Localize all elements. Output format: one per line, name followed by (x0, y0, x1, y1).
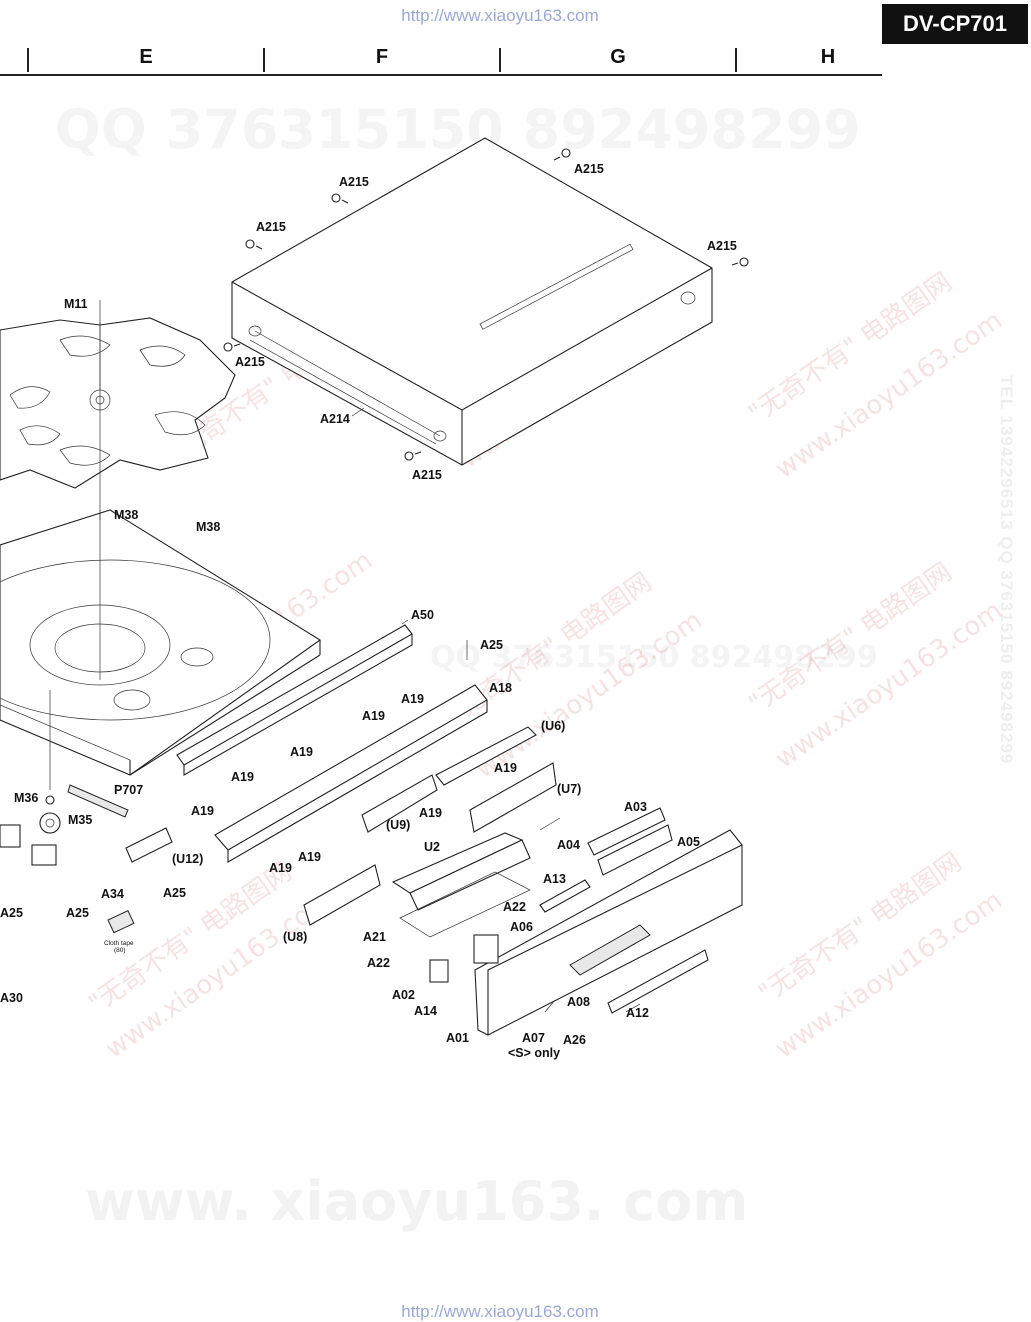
column-label-f: F (375, 46, 389, 68)
part-label: A22 (367, 956, 390, 970)
part-label: A07 (522, 1031, 545, 1045)
rail-a50 (176, 624, 413, 776)
main-pcb-u2 (391, 832, 531, 938)
part-label: A13 (543, 872, 566, 886)
source-url-bottom[interactable]: http://www.xiaoyu163.com (401, 1302, 599, 1321)
source-url-top[interactable]: http://www.xiaoyu163.com (401, 6, 599, 25)
part-label: M11 (64, 297, 88, 311)
part-label: A19 (494, 761, 517, 775)
part-label: A14 (414, 1004, 437, 1018)
column-label-g: G (610, 46, 626, 68)
exploded-view-drawing (0, 137, 749, 1036)
part-label: A215 (256, 220, 286, 234)
part-label: M38 (114, 508, 139, 522)
part-label: A26 (563, 1033, 586, 1047)
part-label: A08 (567, 995, 590, 1009)
part-label: A19 (231, 770, 254, 784)
part-label: A25 (163, 886, 186, 900)
part-label: A50 (411, 608, 434, 622)
part-label: (U6) (541, 719, 566, 733)
part-label-note: <S> only (508, 1046, 561, 1060)
part-label: A19 (191, 804, 214, 818)
part-label: U2 (424, 840, 440, 854)
ruler-divider (499, 48, 501, 72)
column-label-h: H (820, 46, 836, 68)
part-label: A03 (624, 800, 647, 814)
ruler-divider (27, 48, 29, 72)
part-label: A214 (320, 412, 350, 426)
part-label: A19 (290, 745, 313, 759)
watermark-site-large: www. xiaoyu163. com (85, 1170, 749, 1233)
cloth-tape-label: Cloth tape (104, 940, 134, 947)
part-label: A04 (557, 838, 580, 852)
watermark-qq-mid: QQ 376315150 892498299 (430, 640, 878, 675)
part-label: A19 (298, 850, 321, 864)
tray-base (0, 509, 321, 776)
pcb-brackets (125, 684, 557, 926)
part-label: A01 (446, 1031, 469, 1045)
front-panel (429, 807, 743, 1036)
part-label: A06 (510, 920, 533, 934)
part-label: (U12) (172, 852, 204, 866)
part-label: (U9) (386, 818, 411, 832)
part-label: A19 (362, 709, 385, 723)
part-label: A25 (0, 906, 23, 920)
part-label: A215 (412, 468, 442, 482)
part-label: M38 (196, 520, 221, 534)
top-cover (231, 137, 713, 466)
part-label: A21 (363, 930, 386, 944)
part-label: A30 (0, 991, 23, 1005)
part-label: A18 (489, 681, 512, 695)
part-label: A215 (235, 355, 265, 369)
watermark-side-contact: TEL 13942296513 QQ 376315150 892498299 (997, 375, 1016, 765)
part-label: A25 (66, 906, 89, 920)
part-label: A19 (269, 861, 292, 875)
ruler-divider (263, 48, 265, 72)
part-label: A215 (339, 175, 369, 189)
ruler-divider (735, 48, 737, 72)
part-label: P707 (114, 783, 144, 797)
part-label: (U8) (283, 930, 308, 944)
leader-lines (351, 407, 641, 1013)
grid-column-ruler: E F G H (0, 44, 882, 76)
part-label: A22 (503, 900, 526, 914)
watermark-qq-top: QQ 376315150 892498299 (55, 98, 861, 161)
part-label: (U7) (557, 782, 582, 796)
screws-a215 (223, 148, 749, 461)
part-label: A02 (392, 988, 415, 1002)
part-label: A34 (101, 887, 124, 901)
part-label: M35 (68, 813, 93, 827)
part-label: A215 (574, 162, 604, 176)
part-label: A19 (419, 806, 442, 820)
part-label: M36 (14, 791, 39, 805)
part-label: A19 (401, 692, 424, 706)
part-label: A215 (707, 239, 737, 253)
part-label: A05 (677, 835, 700, 849)
part-label: A25 (480, 638, 503, 652)
model-number-badge: DV-CP701 (882, 4, 1028, 44)
left-small-parts (0, 300, 135, 934)
column-label-e: E (139, 46, 153, 68)
disc-carrier (0, 317, 236, 489)
cloth-tape-qty: (80) (114, 947, 126, 954)
part-label: A12 (626, 1006, 649, 1020)
